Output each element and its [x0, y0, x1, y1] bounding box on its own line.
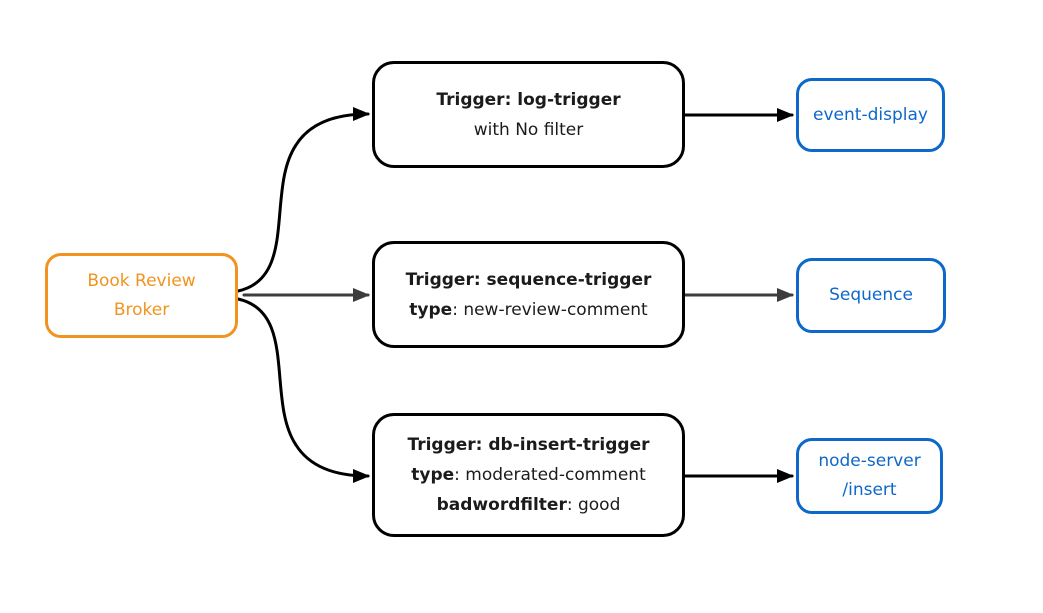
broker-label-line2: Broker [113, 299, 170, 320]
sink-node-sequence: Sequence [796, 258, 946, 333]
trigger-filter-key: badwordfilter [436, 495, 567, 515]
trigger-filter-key: type [409, 299, 453, 320]
edge-broker-to-log-trigger [236, 107, 370, 293]
trigger-title: Trigger: db-insert-trigger [407, 435, 650, 455]
sink-node-node-server-insert: node-server /insert [796, 438, 943, 514]
trigger-node-sequence-trigger: Trigger: sequence-trigger type: new-revi… [372, 241, 685, 348]
sink-label-line2: /insert [842, 480, 897, 500]
trigger-filter-value: : new-review-comment [452, 299, 648, 320]
trigger-title: Trigger: sequence-trigger [405, 269, 652, 290]
sink-label: Sequence [829, 285, 913, 305]
trigger-filter-row: with No filter [474, 115, 584, 145]
trigger-node-log-trigger: Trigger: log-trigger with No filter [372, 61, 685, 168]
trigger-filter-row: type: moderated-comment [411, 460, 646, 490]
trigger-node-db-insert-trigger: Trigger: db-insert-trigger type: moderat… [372, 413, 685, 537]
trigger-filter-key: type [411, 465, 455, 485]
trigger-filter-value: with No filter [473, 119, 584, 140]
trigger-filter-row: type: new-review-comment [409, 295, 647, 325]
trigger-filter-row: badwordfilter: good [437, 490, 621, 520]
broker-label-line1: Book Review [87, 270, 196, 291]
trigger-filter-value: : good [566, 495, 621, 515]
broker-node: Book Review Broker [45, 253, 238, 338]
sink-label-line1: node-server [818, 451, 921, 471]
edge-broker-to-db-insert-trigger [236, 297, 370, 483]
trigger-filter-value: : moderated-comment [454, 465, 646, 485]
sink-label: event-display [813, 104, 928, 125]
sink-node-event-display: event-display [796, 78, 945, 152]
trigger-title: Trigger: log-trigger [436, 89, 621, 110]
